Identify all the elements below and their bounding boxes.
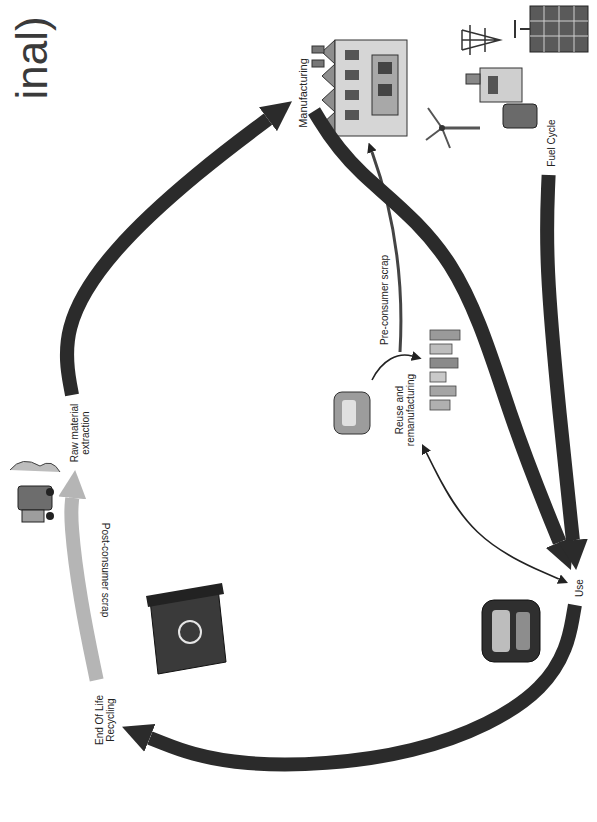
plant-window [488, 76, 498, 94]
solar-stand [515, 20, 530, 38]
car-window [342, 400, 356, 426]
factory-chimney [312, 60, 324, 67]
car-illustration [482, 600, 540, 662]
factory-machine [378, 62, 392, 74]
solar-panel [530, 6, 588, 52]
plant-stack [466, 74, 480, 84]
rotated-text-frame: Manufacturing [292, 48, 314, 138]
lifecycle-arrow [314, 111, 560, 542]
factory-window [345, 110, 359, 120]
lifecycle-arrow [67, 119, 268, 395]
turbine-blade [426, 108, 450, 148]
heading-fragment: inal) [7, 0, 57, 118]
factory-illustration [312, 40, 407, 136]
recycle-symbol [179, 621, 201, 643]
scrap-arrow [372, 152, 401, 352]
factory-chimney [312, 46, 324, 53]
stage-label-box: Manufacturing [292, 48, 314, 138]
stage-label-box: End Of Life Recycling [88, 680, 122, 760]
ore-pile [10, 461, 60, 472]
part-bar [430, 330, 460, 340]
scrap-flow-arrow [71, 498, 96, 680]
truck-cab [22, 510, 44, 522]
flow-label: Post-consumer scrap [98, 510, 112, 630]
rotated-text-frame: Raw material extraction [62, 395, 96, 470]
factory-machine [378, 84, 392, 96]
rotated-text-frame: Use [568, 570, 588, 605]
factory-window [345, 70, 359, 80]
bin-lid [146, 583, 224, 607]
factory-window [345, 50, 359, 60]
car-window [516, 612, 530, 650]
rotated-text-frame: Reuse and remanufacturing [388, 365, 422, 455]
mine-illustration [10, 461, 60, 522]
part-bar [430, 358, 458, 368]
stage-label-box: Reuse and remanufacturing [388, 365, 422, 455]
stage-label: Fuel Cycle [545, 119, 556, 166]
turbine-tower [442, 127, 480, 130]
flow-label: Pre-consumer scrap [378, 250, 392, 350]
rotated-text-frame: Fuel Cycle [540, 110, 560, 175]
stage-label-box: Raw material extraction [62, 395, 96, 470]
stage-label: End Of Life Recycling [94, 680, 116, 760]
factory-machine [372, 55, 398, 115]
stage-label-box: Fuel Cycle [540, 110, 560, 175]
part-bar [430, 372, 446, 382]
recycling-bin [146, 583, 226, 674]
energy-illustration [426, 6, 588, 148]
truck-wheel [46, 512, 54, 520]
part-bar [430, 386, 456, 396]
stage-label-box: Use [568, 570, 588, 605]
reuse-arrow [426, 453, 558, 579]
stage-label: Raw material extraction [68, 395, 90, 470]
power-plant [480, 68, 522, 102]
lifecycle-arrow [150, 605, 575, 764]
rotated-text-frame: End Of Life Recycling [88, 680, 122, 760]
factory-wall [335, 40, 407, 136]
stage-label: Manufacturing [297, 58, 309, 128]
power-pylon [462, 25, 500, 55]
stage-label: Use [573, 579, 584, 597]
part-bar [430, 344, 452, 354]
truck-wheel [46, 488, 54, 496]
small-car [334, 392, 370, 434]
solar-grid [530, 6, 588, 52]
factory-roof [322, 40, 335, 136]
turbine-hub [439, 125, 445, 131]
stage-label: Reuse and remanufacturing [394, 365, 416, 455]
car-window [492, 610, 510, 652]
factory-window [345, 90, 359, 100]
lifecycle-arrow [547, 175, 573, 540]
car-body [482, 600, 540, 662]
part-bar [430, 400, 450, 410]
fuel-pump [503, 104, 537, 128]
